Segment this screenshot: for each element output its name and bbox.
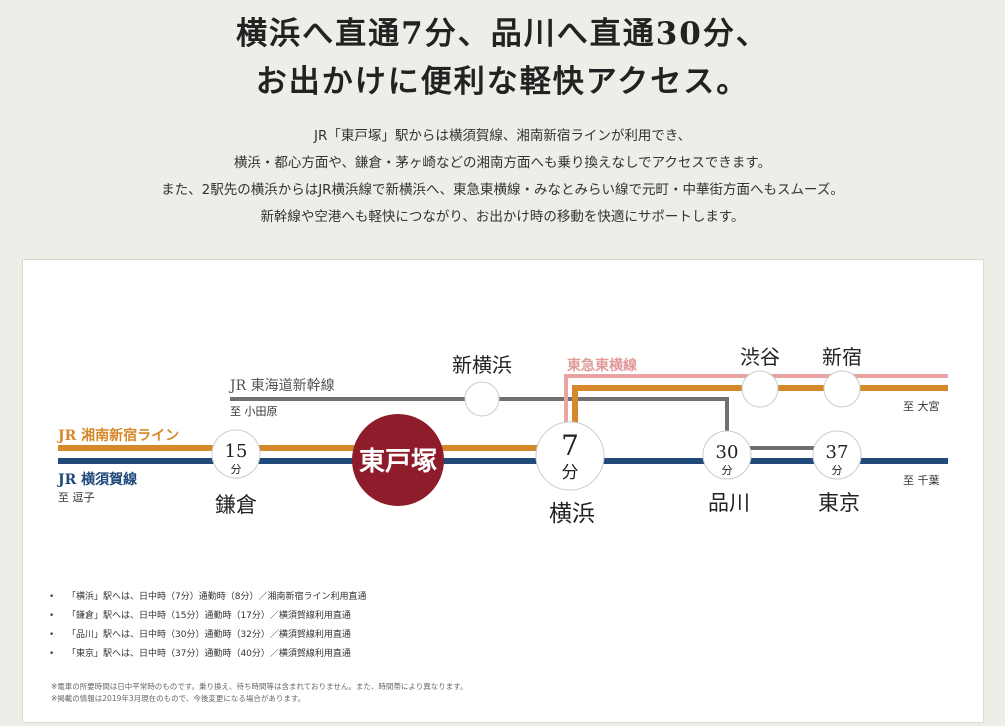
tokyu-toyoko-line bbox=[564, 374, 948, 423]
dest-chiba: 至 千葉 bbox=[903, 473, 940, 487]
kamakura-minutes: 15 bbox=[225, 441, 248, 462]
shinjuku-station-name: 新宿 bbox=[822, 345, 862, 369]
shin-yokohama-station-name: 新横浜 bbox=[452, 353, 512, 377]
dest-odawara: 至 小田原 bbox=[230, 405, 278, 418]
shinagawa-station-marker bbox=[702, 430, 752, 480]
intro-line-3: また、2駅先の横浜からはJR横浜線で新横浜へ、東急東横線・みなとみらい線で元町・… bbox=[161, 182, 844, 198]
intro-line-4: 新幹線や空港へも軽快につながり、お出かけ時の移動を快適にサポートします。 bbox=[260, 209, 745, 225]
footnote-1: ※電車の所要時間は日中平常時のものです。乗り換え、待ち時間等は含まれておりません… bbox=[51, 682, 468, 691]
yokohama-station-marker bbox=[535, 421, 605, 491]
note-item: 「鎌倉」駅へは、日中時（15分）通勤時（17分）／横須賀線利用直通 bbox=[49, 607, 366, 626]
shinjuku-station-marker bbox=[823, 370, 861, 408]
intro-line-1: JR「東戸塚」駅からは横須賀線、湘南新宿ラインが利用でき、 bbox=[314, 128, 691, 144]
shinkansen-line bbox=[230, 397, 842, 450]
tokyo-minutes: 37 bbox=[826, 442, 849, 463]
footnote-2: ※掲載の情報は2019年3月現在のもので、今後変更になる場合があります。 bbox=[51, 694, 306, 703]
yokohama-minutes-unit: 分 bbox=[562, 463, 579, 483]
yokohama-minutes: 7 bbox=[561, 429, 579, 462]
higashi-totsuka-station-name: 東戸塚 bbox=[359, 447, 437, 477]
shibuya-station-marker bbox=[741, 370, 779, 408]
tokyo-station-marker bbox=[812, 430, 862, 480]
shinagawa-minutes-unit: 分 bbox=[722, 464, 733, 477]
shonan-line-label: JR 湘南新宿ライン bbox=[56, 427, 179, 444]
headline-line-2: お出かけに便利な軽快アクセス。 bbox=[255, 64, 750, 100]
tokyo-station-name: 東京 bbox=[818, 491, 860, 515]
yokohama-station-name: 横浜 bbox=[549, 501, 595, 527]
dest-zushi: 至 逗子 bbox=[58, 491, 95, 504]
higashi-totsuka-station-marker bbox=[352, 414, 444, 506]
intro-line-2: 横浜・都心方面や、鎌倉・茅ヶ崎などの湘南方面へも乗り換えなしでアクセスできます。 bbox=[233, 155, 772, 171]
shibuya-station-name: 渋谷 bbox=[740, 345, 780, 369]
yokosuka-line-label: JR 横須賀線 bbox=[56, 471, 137, 488]
note-item: 「品川」駅へは、日中時（30分）通勤時（32分）／横須賀線利用直通 bbox=[49, 626, 366, 645]
note-item: 「横浜」駅へは、日中時（7分）通勤時（8分）／湘南新宿ライン利用直通 bbox=[49, 588, 366, 607]
kamakura-station-name: 鎌倉 bbox=[215, 493, 257, 517]
kamakura-station-marker bbox=[211, 429, 261, 479]
tokyu-line-label: 東急東横線 bbox=[567, 357, 637, 374]
tokyo-minutes-unit: 分 bbox=[832, 464, 843, 477]
note-item: 「東京」駅へは、日中時（37分）通勤時（40分）／横須賀線利用直通 bbox=[49, 645, 366, 664]
headline-line-1: 横浜へ直通7分、品川へ直通30分、 bbox=[236, 16, 769, 52]
travel-time-notes: 「横浜」駅へは、日中時（7分）通勤時（8分）／湘南新宿ライン利用直通 「鎌倉」駅… bbox=[49, 588, 366, 664]
shinagawa-minutes: 30 bbox=[716, 442, 739, 463]
shin-yokohama-station-marker bbox=[464, 381, 500, 417]
dest-omiya: 至 大宮 bbox=[903, 399, 940, 413]
kamakura-minutes-unit: 分 bbox=[231, 463, 242, 476]
shinkansen-line-label: JR 東海道新幹線 bbox=[228, 377, 335, 394]
shinagawa-station-name: 品川 bbox=[708, 491, 750, 515]
